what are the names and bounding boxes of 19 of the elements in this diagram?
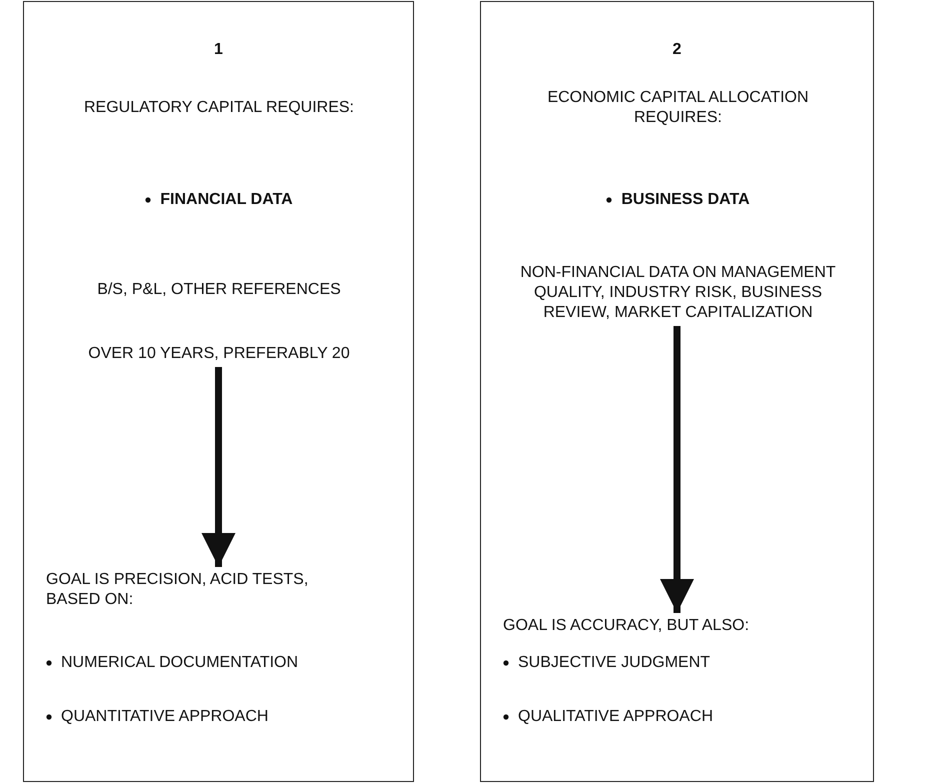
bullet-text: SUBJECTIVE JUDGMENT [518,653,710,673]
heading-text: BUSINESS DATA [621,190,750,210]
panel-box [23,1,414,782]
heading-text: FINANCIAL DATA [160,190,293,210]
body-text: GOAL IS ACCURACY, BUT ALSO: [503,616,750,636]
body-text: REGULATORY CAPITAL REQUIRES: [83,98,355,118]
body-text: NON-FINANCIAL DATA ON MANAGEMENT QUALITY, INDUSTRY RISK, BUSINESS REVIEW, MARKET CAPITALIZATION [519,263,837,323]
panel-number: 2 [672,40,682,60]
arrow [202,367,236,567]
arrow [660,326,694,613]
body-text: ECONOMIC CAPITAL ALLOCATION REQUIRES: [546,88,810,128]
panel-number: 1 [213,40,224,60]
bullet-text: QUALITATIVE APPROACH [518,707,714,727]
panel-box [480,1,874,782]
bullet-text: QUANTITATIVE APPROACH [61,707,268,727]
body-text: GOAL IS PRECISION, ACID TESTS, BASED ON: [46,570,310,610]
bullet-text: NUMERICAL DOCUMENTATION [61,653,298,673]
body-text: B/S, P&L, OTHER REFERENCES [96,280,342,300]
body-text: OVER 10 YEARS, PREFERABLY 20 [87,344,351,364]
